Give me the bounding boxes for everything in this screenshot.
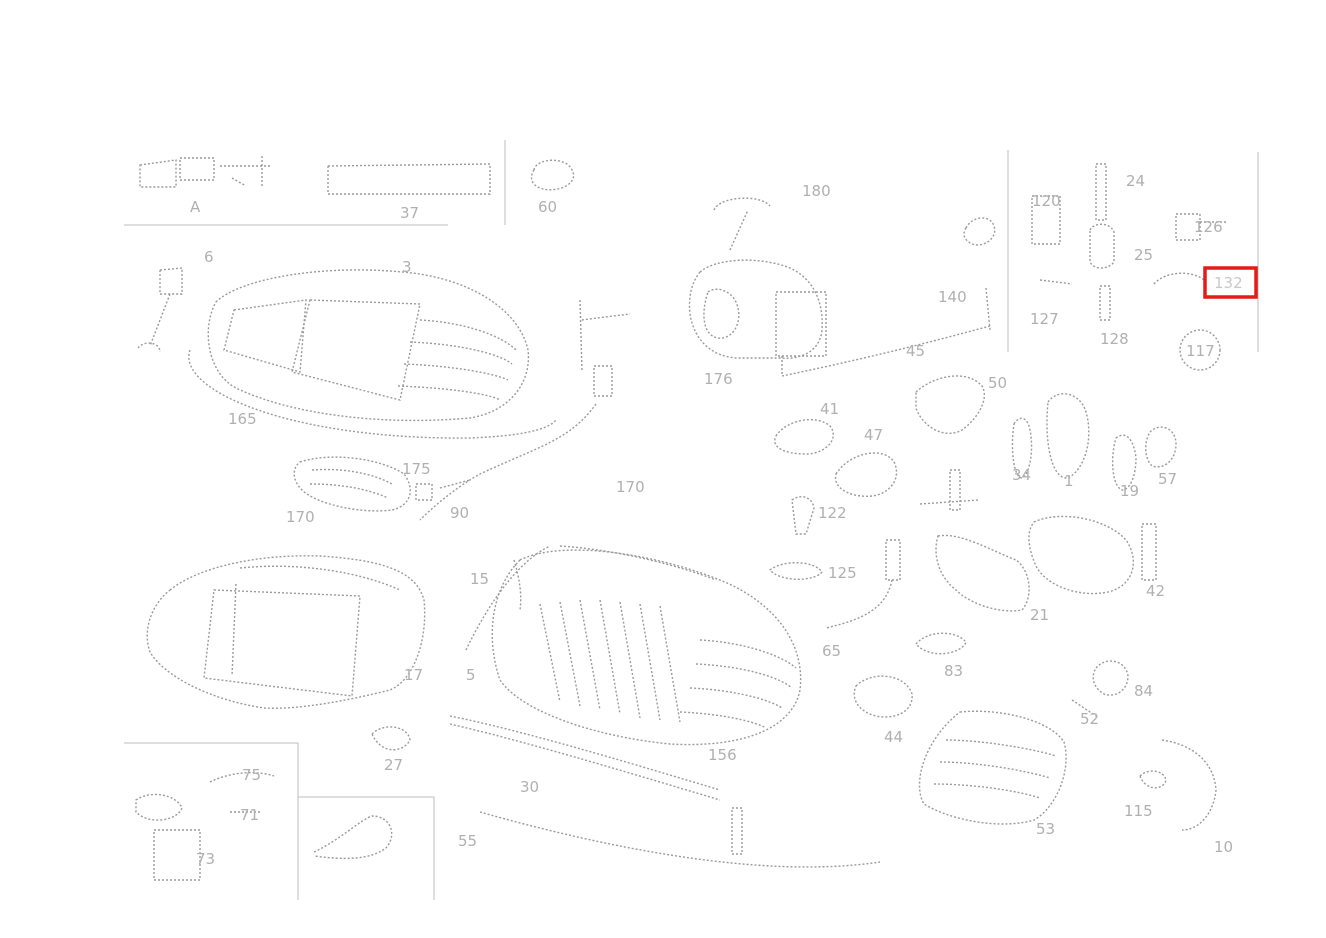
label-45: 45 [906,342,925,360]
label-170b: 170 [616,478,645,496]
part-50-bracket[interactable] [915,375,985,435]
part-45-grommet[interactable] [774,419,834,455]
part-126-connector[interactable] [1153,213,1226,285]
label-30: 30 [520,778,539,796]
part-a-sketch[interactable] [139,156,270,188]
label-165: 165 [228,410,257,428]
part-37-sketch[interactable] [327,163,491,195]
label-6: 6 [204,248,214,266]
label-21: 21 [1030,606,1049,624]
label-75: 75 [242,766,261,784]
label-83: 83 [944,662,963,680]
part-44-holder[interactable] [853,675,913,718]
label-170a: 170 [286,508,315,526]
label-27: 27 [384,756,403,774]
label-37: 37 [400,204,419,222]
part-73-connector[interactable] [135,771,275,881]
label-156: 156 [708,746,737,764]
part-60-sketch[interactable] [530,159,575,191]
label-42: 42 [1146,582,1165,600]
label-126: 126 [1194,218,1223,236]
part-120-stack[interactable] [1031,195,1073,285]
label-44: 44 [884,728,903,746]
label-175: 175 [402,460,431,478]
part-115-screw[interactable] [1139,770,1167,789]
part-27-clip[interactable] [371,726,411,751]
label-120: 120 [1032,192,1061,210]
part-41-screw[interactable] [919,469,979,511]
label-a: A [190,198,201,216]
label-53: 53 [1036,820,1055,838]
label-60: 60 [538,198,557,216]
label-122: 122 [818,504,847,522]
part-53-tail-lamp-right[interactable] [918,710,1067,825]
label-19: 19 [1120,482,1139,500]
label-15: 15 [470,570,489,588]
label-52: 52 [1080,710,1099,728]
part-125-nut[interactable] [769,562,823,580]
label-140: 140 [938,288,967,306]
part-30-tail-lamp[interactable] [449,545,881,868]
label-highlighted: 132 [1214,274,1243,292]
label-17: 17 [404,666,423,684]
part-24-bolt[interactable] [1089,163,1115,321]
part-21-seal[interactable] [935,534,1030,612]
label-73: 73 [196,850,215,868]
part-170-bulb-holder[interactable] [293,456,471,512]
part-labels: A 37 60 165 3 6 170 175 90 170 15 5 17 3… [190,172,1233,868]
label-47: 47 [864,426,883,444]
part-5-lamp-lens[interactable] [146,555,426,709]
part-75-cable[interactable] [313,815,393,860]
label-10: 10 [1214,838,1233,856]
label-127: 127 [1030,310,1059,328]
part-1-gasket[interactable] [1011,393,1177,491]
part-42-lamp-unit[interactable] [1028,515,1157,595]
part-47-clip[interactable] [834,452,898,497]
label-55: 55 [458,832,477,850]
label-24: 24 [1126,172,1145,190]
label-125: 125 [828,564,857,582]
part-55-screw[interactable] [731,807,743,855]
highlight-box [1203,266,1258,299]
part-165-tail-lamp[interactable] [137,267,631,521]
label-115: 115 [1124,802,1153,820]
label-3: 3 [402,258,412,276]
label-117: 117 [1186,342,1215,360]
part-10-strip[interactable] [1161,739,1217,831]
section-frames [124,140,1259,900]
label-128: 128 [1100,330,1129,348]
highlighted-part-callout[interactable]: 132 [1203,266,1258,299]
part-117-ring[interactable] [1179,329,1221,371]
part-140-clip[interactable] [963,217,996,246]
part-122-bolt[interactable] [791,496,815,535]
label-57: 57 [1158,470,1177,488]
label-1: 1 [1064,472,1074,490]
label-50: 50 [988,374,1007,392]
label-84: 84 [1134,682,1153,700]
label-71: 71 [240,806,259,824]
part-176-actuator[interactable] [688,197,991,377]
part-65-lampholder[interactable] [825,539,901,629]
part-52-bulb[interactable] [1071,660,1129,717]
label-90: 90 [450,504,469,522]
label-180: 180 [802,182,831,200]
label-34: 34 [1012,466,1031,484]
label-65: 65 [822,642,841,660]
label-41: 41 [820,400,839,418]
part-83-clip[interactable] [915,632,967,655]
label-25: 25 [1134,246,1153,264]
label-176: 176 [704,370,733,388]
label-5: 5 [466,666,476,684]
